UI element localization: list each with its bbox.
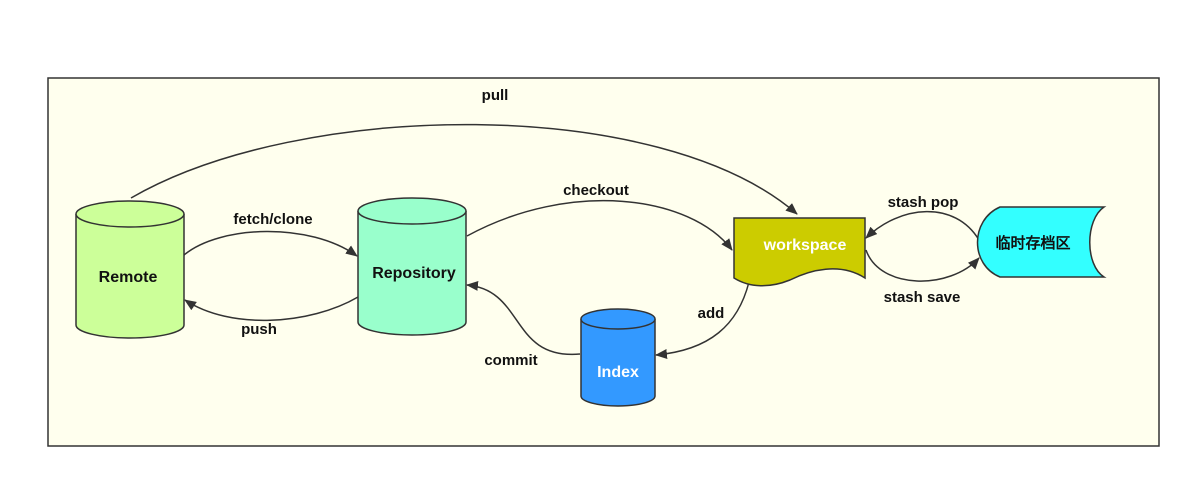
node-stash: 临时存档区 [976,206,1107,278]
node-label-index: Index [597,364,639,381]
edge-label-checkout: checkout [563,182,629,199]
edge-stash-pop: stash pop [865,194,980,241]
node-index: Index [580,308,656,407]
node-remote: Remote [75,200,185,339]
edge-label-add: add [698,305,725,322]
node-label-remote: Remote [99,269,158,286]
edge-push: push [184,296,359,338]
node-label-workspace: workspace [763,237,847,254]
edge-commit: commit [466,280,581,369]
edge-checkout: checkout [466,182,733,251]
edge-label-pull: pull [482,87,509,104]
edge-pull: pull [130,87,798,215]
node-workspace: workspace [733,217,866,287]
edge-fetch-clone: fetch/clone [183,211,358,257]
node-label-repository: Repository [372,265,456,282]
edge-stash-save: stash save [865,249,980,306]
node-repository: Repository [357,197,467,336]
node-label-stash: 临时存档区 [995,234,1070,252]
edge-label-stash-pop: stash pop [888,194,959,211]
edge-label-push: push [241,321,277,338]
edge-add: add [655,281,750,359]
edge-label-fetch-clone: fetch/clone [233,211,312,228]
edge-label-stash-save: stash save [884,289,961,306]
edge-label-commit: commit [484,352,537,369]
